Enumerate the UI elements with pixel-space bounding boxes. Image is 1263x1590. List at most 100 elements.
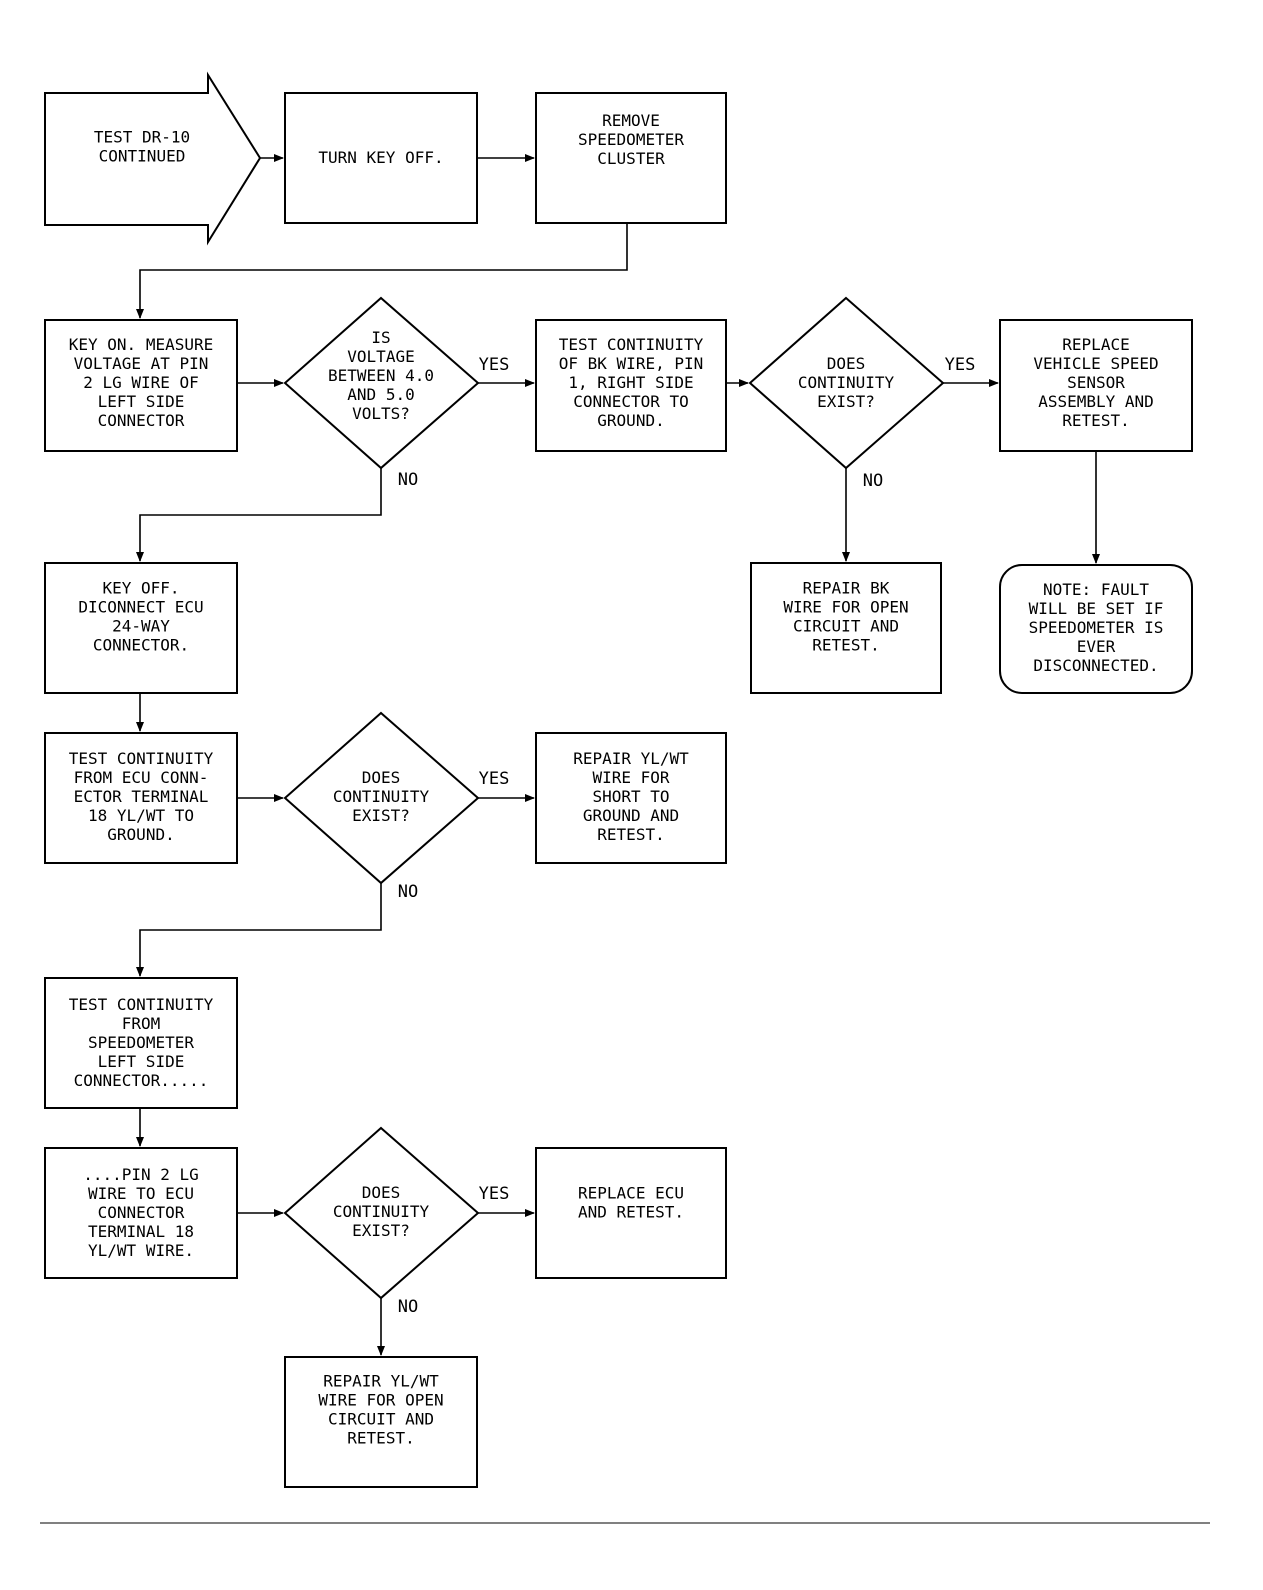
pin2-to-ecu-text-line: YL/WT WIRE. [88,1241,194,1260]
is-voltage-text-line: BETWEEN 4.0 [328,366,434,385]
repair-open-box [284,1356,478,1488]
test-ecu-18-text-line: 18 YL/WT TO [88,806,194,825]
test-ecu-18-text-line: TEST CONTINUITY [69,749,214,768]
test-speedo-text-line: TEST CONTINUITY [69,995,214,1014]
yes-label-continuity-1: YES [945,355,976,375]
turn-key-off-box [284,92,478,224]
is-voltage-text-line: VOLTAGE [347,347,414,366]
remove-cluster-text-line: REMOVE [602,111,660,130]
test-speedo-box [44,977,238,1109]
test-bk-box [535,319,727,452]
turn-key-off-text-line: TURN KEY OFF. [318,148,443,167]
test-bk-text-line: 1, RIGHT SIDE [568,373,693,392]
disconnect-ecu-text-line: CONNECTOR. [93,636,189,655]
test-ecu-18-text-line: ECTOR TERMINAL [74,787,209,806]
replace-vss-text-line: REPLACE [1062,335,1129,354]
is-voltage-text-line: IS [371,328,390,347]
start-text-line: CONTINUED [99,147,186,166]
measure-voltage-text-line: CONNECTOR [98,411,185,430]
note-fault-text-line: WILL BE SET IF [1029,599,1164,618]
measure-voltage-text-line: 2 LG WIRE OF [83,373,199,392]
connector-remove-to-measure [136,223,628,319]
connector-decision2-no [136,883,382,977]
test-speedo-text-line: FROM [122,1014,161,1033]
pin2-to-ecu-text-line: CONNECTOR [98,1203,185,1222]
repair-open-text-line: RETEST. [347,1429,414,1448]
note-fault-text-line: DISCONNECTED. [1033,656,1158,675]
repair-bk-text-line: WIRE FOR OPEN [783,598,908,617]
disconnect-ecu-text-line: 24-WAY [112,617,170,636]
test-bk-text-line: GROUND. [597,411,664,430]
repair-bk-text-line: CIRCUIT AND [793,617,899,636]
measure-voltage-text-line: KEY ON. MEASURE [69,335,214,354]
yes-label-continuity-3: YES [479,1184,510,1204]
disconnect-ecu-text-line: KEY OFF. [102,579,179,598]
is-voltage-text-line: AND 5.0 [347,385,414,404]
cont-exist-3-text-line: EXIST? [352,1221,410,1240]
note-fault-box [999,564,1193,694]
measure-voltage-text-line: VOLTAGE AT PIN [74,354,209,373]
yes-label-voltage: YES [479,355,510,375]
pin2-to-ecu-text-line: TERMINAL 18 [88,1222,194,1241]
pin2-to-ecu-text-line: ....PIN 2 LG [83,1165,199,1184]
pin2-to-ecu-box [44,1147,238,1279]
test-bk-text-line: CONNECTOR TO [573,392,689,411]
disconnect-ecu-box [44,562,238,694]
cont-exist-1-text-line: CONTINUITY [798,373,895,392]
repair-bk-text-line: RETEST. [812,636,879,655]
replace-ecu-box [535,1147,727,1279]
note-fault-text-line: NOTE: FAULT [1043,580,1149,599]
cont-exist-3-text-line: DOES [362,1183,401,1202]
no-label-continuity-2: NO [398,882,418,902]
cont-exist-1-text-line: DOES [827,354,866,373]
repair-short-text-line: REPAIR YL/WT [573,749,689,768]
test-speedo-text-line: LEFT SIDE [98,1052,185,1071]
remove-cluster-text-line: CLUSTER [597,149,665,168]
measure-voltage-text-line: LEFT SIDE [98,392,185,411]
cont-exist-2-text-line: DOES [362,768,401,787]
repair-open-text-line: WIRE FOR OPEN [318,1391,443,1410]
replace-ecu-text-line: AND RETEST. [578,1203,684,1222]
cont-exist-3-text-line: CONTINUITY [333,1202,430,1221]
replace-vss-text-line: ASSEMBLY AND [1038,392,1154,411]
repair-short-text-line: RETEST. [597,825,664,844]
repair-short-text-line: SHORT TO [592,787,669,806]
remove-cluster-box [535,92,727,224]
repair-short-text-line: WIRE FOR [592,768,669,787]
remove-cluster-text-line: SPEEDOMETER [578,130,684,149]
test-bk-text-line: OF BK WIRE, PIN [559,354,704,373]
test-ecu-18-text-line: GROUND. [107,825,174,844]
repair-bk-text-line: REPAIR BK [803,579,890,598]
note-fault-text-line: SPEEDOMETER IS [1029,618,1164,637]
test-speedo-text-line: SPEEDOMETER [88,1033,194,1052]
repair-bk-box [750,562,942,694]
repair-open-text-line: REPAIR YL/WT [323,1372,439,1391]
test-ecu-18-text-line: FROM ECU CONN- [74,768,209,787]
cont-exist-1-text-line: EXIST? [817,392,875,411]
is-voltage-text-line: VOLTS? [352,404,410,423]
test-ecu-18-box [44,732,238,864]
disconnect-ecu-text-line: DICONNECT ECU [78,598,203,617]
replace-vss-box [999,319,1193,452]
test-speedo-text-line: CONNECTOR..... [74,1071,209,1090]
repair-short-box [535,732,727,864]
start-arrow-shape [44,71,262,246]
start-text-line: TEST DR-10 [94,128,190,147]
cont-exist-2-text-line: EXIST? [352,806,410,825]
measure-voltage-box [44,319,238,452]
connector-voltage-no [136,468,382,562]
no-label-voltage: NO [398,470,418,490]
replace-vss-text-line: VEHICLE SPEED [1033,354,1158,373]
pin2-to-ecu-text-line: WIRE TO ECU [88,1184,194,1203]
cont-exist-2-text-line: CONTINUITY [333,787,430,806]
replace-ecu-text-line: REPLACE ECU [578,1184,684,1203]
note-fault-text-line: EVER [1077,637,1116,656]
repair-open-text-line: CIRCUIT AND [328,1410,434,1429]
repair-short-text-line: GROUND AND [583,806,679,825]
no-label-continuity-3: NO [398,1297,418,1317]
yes-label-continuity-2: YES [479,769,510,789]
test-bk-text-line: TEST CONTINUITY [559,335,704,354]
replace-vss-text-line: RETEST. [1062,411,1129,430]
no-label-continuity-1: NO [863,471,883,491]
